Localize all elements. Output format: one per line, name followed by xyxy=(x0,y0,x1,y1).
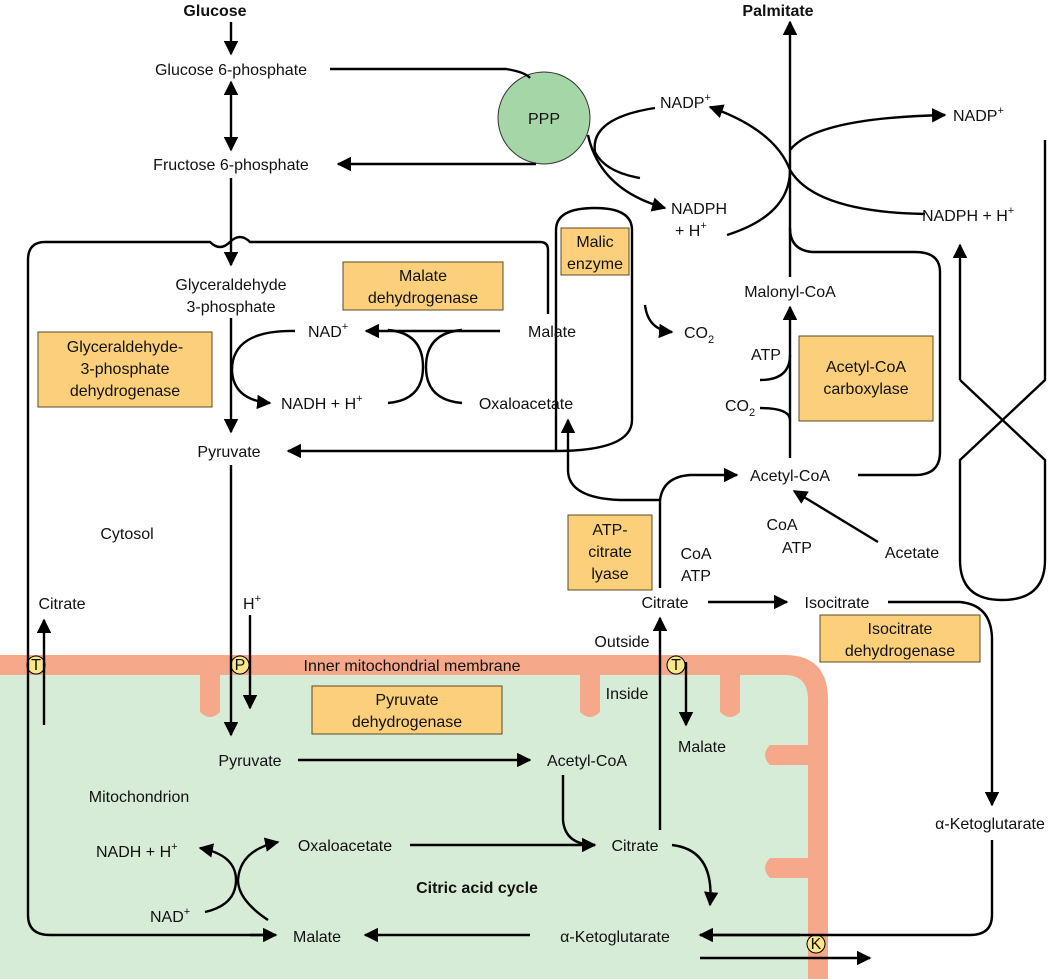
svg-text:Malic: Malic xyxy=(576,234,613,251)
malonyl-coa-label: Malonyl-CoA xyxy=(744,284,836,301)
isocitrate-label: Isocitrate xyxy=(805,595,870,612)
palmitate-title: Palmitate xyxy=(742,3,813,20)
co2-acc: CO2 xyxy=(725,398,755,419)
enzyme-gapdh: Glyceraldehyde- 3-phosphate dehydrogenas… xyxy=(37,331,213,408)
svg-text:dehydrogenase: dehydrogenase xyxy=(845,643,955,660)
transporter-p-label: P xyxy=(235,657,246,674)
nadp-right: NADP+ xyxy=(953,105,1004,125)
enzyme-isocitrate-dehydrogenase: Isocitrate dehydrogenase xyxy=(819,614,981,663)
svg-text:+ H+: + H+ xyxy=(675,220,707,240)
nadph-mid-1: NADPH xyxy=(671,201,727,218)
svg-text:Acetyl-CoA: Acetyl-CoA xyxy=(826,359,906,376)
nad-mito: NAD+ xyxy=(150,906,190,926)
acetyl-coa-cytosol-label: Acetyl-CoA xyxy=(750,468,830,485)
svg-text:NAD+: NAD+ xyxy=(150,906,190,926)
gap-label-2: 3-phosphate xyxy=(187,299,276,316)
acetyl-coa-mito-label: Acetyl-CoA xyxy=(547,753,627,770)
atp-label-1: ATP xyxy=(782,540,812,557)
ppp-label: PPP xyxy=(528,111,560,128)
svg-text:NADH + H+: NADH + H+ xyxy=(281,393,363,413)
transporter-t-right-label: T xyxy=(671,657,681,674)
glucose-title: Glucose xyxy=(183,3,246,20)
f6p-label: Fructose 6-phosphate xyxy=(153,157,309,174)
akg-cytosol-label: α-Ketoglutarate xyxy=(935,816,1045,833)
nadh-cytosol: NADH + H+ xyxy=(281,393,363,413)
svg-text:NADP+: NADP+ xyxy=(953,105,1004,125)
svg-text:NADH + H+: NADH + H+ xyxy=(96,841,178,861)
citrate-mito-label: Citrate xyxy=(611,838,658,855)
nadph-right: NADPH + H+ xyxy=(922,205,1014,225)
coa-label-2: CoA xyxy=(680,546,711,563)
cytosol-label: Cytosol xyxy=(100,526,153,543)
gap-label-1: Glyceraldehyde xyxy=(175,277,286,294)
nadh-mito: NADH + H+ xyxy=(96,841,178,861)
enzyme-malic: Malic enzyme xyxy=(560,227,630,276)
citrate-left-label: Citrate xyxy=(38,596,85,613)
svg-text:lyase: lyase xyxy=(591,566,628,583)
svg-text:enzyme: enzyme xyxy=(567,256,623,273)
malate-transport-label: Malate xyxy=(678,739,726,756)
enzyme-atp-citrate-lyase: ATP- citrate lyase xyxy=(567,514,653,591)
ppp-node xyxy=(497,71,591,165)
svg-text:ATP-: ATP- xyxy=(592,522,627,539)
enzyme-malate-dehydrogenase: Malate dehydrogenase xyxy=(342,261,504,311)
atp-label-2: ATP xyxy=(681,568,711,585)
pyruvate-cytosol-label: Pyruvate xyxy=(197,444,260,461)
outside-label: Outside xyxy=(594,634,649,651)
membrane-label: Inner mitochondrial membrane xyxy=(304,658,521,675)
svg-text:dehydrogenase: dehydrogenase xyxy=(368,290,478,307)
mitochondrion-region xyxy=(0,655,828,979)
oaa-cytosol-label: Oxaloacetate xyxy=(479,396,573,413)
citric-acid-cycle-label: Citric acid cycle xyxy=(416,880,538,897)
transporter-k-label: K xyxy=(811,936,822,953)
mitochondrion-label: Mitochondrion xyxy=(89,789,190,806)
atp-acc-label: ATP xyxy=(751,347,781,364)
svg-text:NADPH + H+: NADPH + H+ xyxy=(922,205,1014,225)
svg-text:3-phosphate: 3-phosphate xyxy=(81,361,170,378)
svg-text:CO2: CO2 xyxy=(684,325,714,346)
svg-text:dehydrogenase: dehydrogenase xyxy=(352,714,462,731)
svg-text:NADP+: NADP+ xyxy=(660,92,711,112)
pyruvate-mito-label: Pyruvate xyxy=(218,753,281,770)
svg-text:NAD+: NAD+ xyxy=(308,321,348,341)
oaa-mito-label: Oxaloacetate xyxy=(298,838,392,855)
nadp-top: NADP+ xyxy=(660,92,711,112)
svg-text:CO2: CO2 xyxy=(725,398,755,419)
svg-text:Pyruvate: Pyruvate xyxy=(375,692,438,709)
nadph-mid-2: + H+ xyxy=(675,220,707,240)
svg-text:dehydrogenase: dehydrogenase xyxy=(70,383,180,400)
citrate-cytosol-label: Citrate xyxy=(641,595,688,612)
nad-cytosol: NAD+ xyxy=(308,321,348,341)
svg-text:Glyceraldehyde-: Glyceraldehyde- xyxy=(67,339,184,356)
akg-mito-label: α-Ketoglutarate xyxy=(560,929,670,946)
hplus-label: H+ xyxy=(243,593,261,613)
mitochondrial-matrix xyxy=(0,675,808,979)
svg-text:Isocitrate: Isocitrate xyxy=(868,621,933,638)
inside-label: Inside xyxy=(606,686,649,703)
svg-text:citrate: citrate xyxy=(588,544,632,561)
enzyme-pyruvate-dehydrogenase: Pyruvate dehydrogenase xyxy=(311,685,503,735)
transporter-t-left-label: T xyxy=(31,657,41,674)
pathway-arrows xyxy=(26,20,1047,966)
malate-cytosol-label: Malate xyxy=(528,324,576,341)
svg-text:carboxylase: carboxylase xyxy=(823,381,908,398)
malate-mito-label: Malate xyxy=(293,929,341,946)
co2-malic: CO2 xyxy=(684,325,714,346)
coa-label-1: CoA xyxy=(766,517,797,534)
g6p-label: Glucose 6-phosphate xyxy=(155,62,307,79)
acetate-label: Acetate xyxy=(885,545,939,562)
svg-text:H+: H+ xyxy=(243,593,261,613)
svg-text:Malate: Malate xyxy=(399,268,447,285)
enzyme-acc: Acetyl-CoA carboxylase xyxy=(798,335,934,422)
